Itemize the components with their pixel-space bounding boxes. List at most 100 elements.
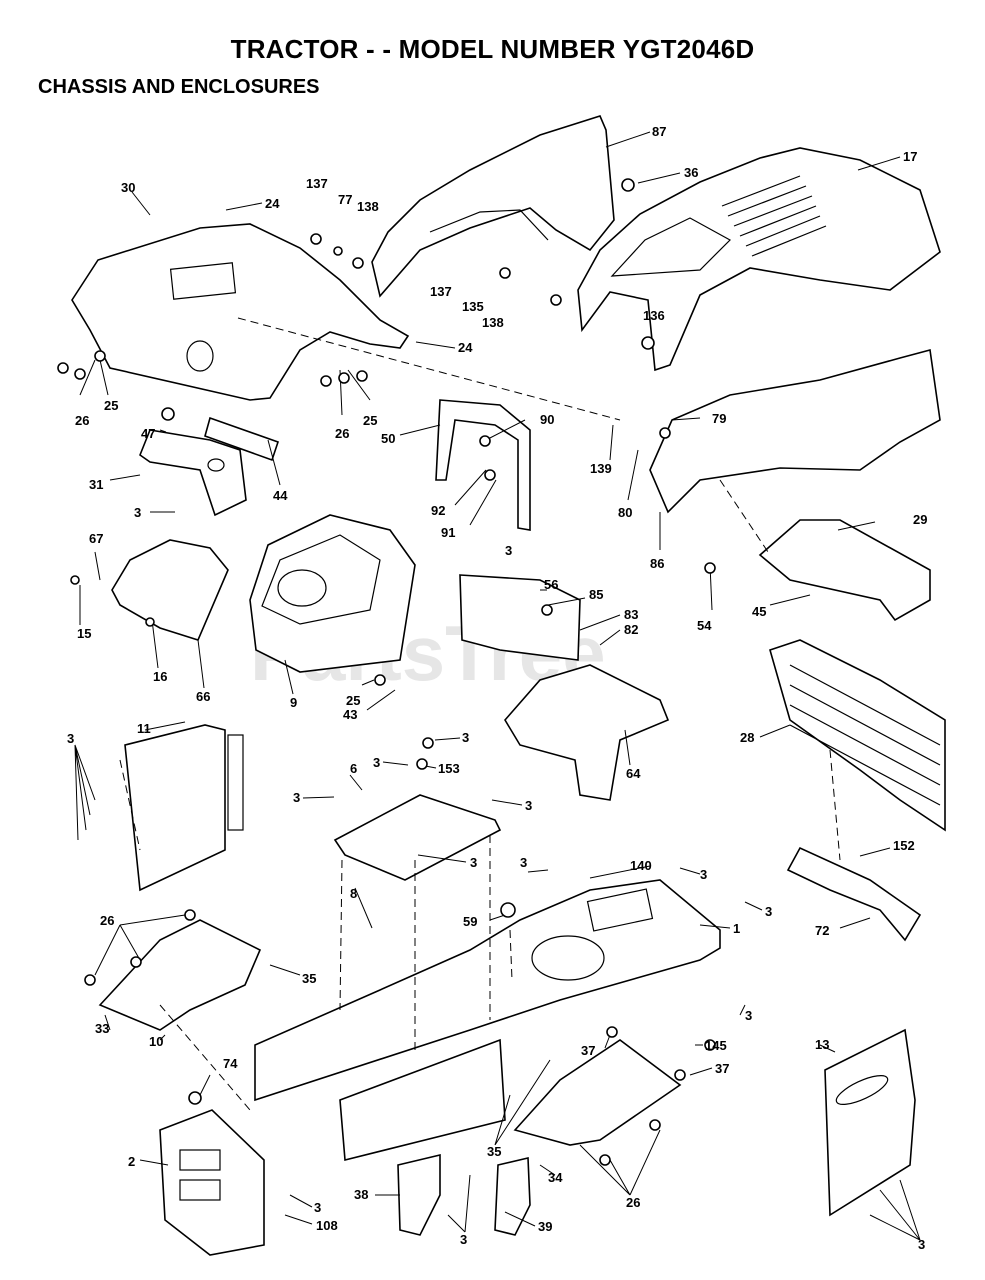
callout-28: 28 [740,730,754,745]
callout-3: 3 [462,730,469,745]
callout-3: 3 [505,543,512,558]
side-plate-13 [824,1028,916,1217]
callout-3: 3 [700,867,707,882]
callout-3: 3 [525,798,532,813]
callout-3: 3 [745,1008,752,1023]
hood [577,147,941,372]
callout-3: 3 [373,755,380,770]
callout-31: 31 [89,477,103,492]
callout-64: 64 [626,766,641,781]
side-panel-11 [124,724,244,892]
callout-3: 3 [765,904,772,919]
brace-72 [786,846,922,942]
callout-59: 59 [463,914,477,929]
callout-140: 140 [630,858,652,873]
callout-26: 26 [75,413,89,428]
callout-25: 25 [104,398,118,413]
callout-87: 87 [652,124,666,139]
callout-3: 3 [470,855,477,870]
callout-labels: 87 17 36 30 24 137 77 138 137 135 138 13… [67,124,927,1252]
callout-72: 72 [815,923,829,938]
fasteners [57,178,716,1166]
callout-3: 3 [293,790,300,805]
plate-6 [333,794,502,881]
callout-83: 83 [624,607,638,622]
front-plate-2 [159,1109,265,1256]
callout-16: 16 [153,669,167,684]
callout-9: 9 [290,695,297,710]
callout-26: 26 [626,1195,640,1210]
callout-29: 29 [913,512,927,527]
callout-8: 8 [350,886,357,901]
leader-lines [74,131,921,1241]
callout-25: 25 [363,413,377,428]
callout-38: 38 [354,1187,368,1202]
callout-153: 153 [438,761,460,776]
callout-74: 74 [223,1056,238,1071]
cover-66 [111,539,229,641]
callout-3: 3 [520,855,527,870]
callout-34: 34 [548,1170,563,1185]
callout-136: 136 [643,308,665,323]
callout-39: 39 [538,1219,552,1234]
bracket-38 [397,1153,441,1236]
callout-108: 108 [316,1218,338,1233]
callout-137: 137 [430,284,452,299]
dash-panel [71,223,410,401]
panel-64 [504,664,670,801]
callout-24: 24 [458,340,473,355]
callout-90: 90 [540,412,554,427]
callout-54: 54 [697,618,712,633]
callout-135: 135 [462,299,484,314]
callout-35: 35 [487,1144,501,1159]
callout-44: 44 [273,488,288,503]
callout-45: 45 [752,604,766,619]
callout-85: 85 [589,587,603,602]
callout-11: 11 [137,721,151,736]
callout-3: 3 [67,731,74,746]
callout-3: 3 [314,1200,321,1215]
callout-3: 3 [134,505,141,520]
hood-lower-side-panel [649,348,941,514]
callout-91: 91 [441,525,455,540]
section-subtitle: CHASSIS AND ENCLOSURES [38,76,320,98]
callout-3: 3 [918,1237,925,1252]
callout-152: 152 [893,838,915,853]
steering-support-50 [435,399,531,531]
callout-25: 25 [346,693,360,708]
callout-50: 50 [381,431,395,446]
callout-26: 26 [335,426,349,441]
pan-34 [513,1039,682,1146]
grille-28 [769,639,946,832]
callout-2: 2 [128,1154,135,1169]
callout-86: 86 [650,556,664,571]
callout-13: 13 [815,1037,829,1052]
callout-56: 56 [544,577,558,592]
callout-37: 37 [715,1061,729,1076]
bracket-56 [459,574,581,661]
frame-1 [254,879,721,1162]
callout-47: 47 [141,426,155,441]
callout-1: 1 [733,921,740,936]
grille-45 [758,519,931,622]
callout-67: 67 [89,531,103,546]
callout-138: 138 [357,199,379,214]
callout-17: 17 [903,149,917,164]
pan-33 [98,919,262,1031]
plate-44 [204,416,280,462]
callout-82: 82 [624,622,638,637]
callout-10: 10 [149,1034,163,1049]
callout-30: 30 [121,180,135,195]
hood-side-panel [371,115,615,298]
callout-79: 79 [712,411,726,426]
callout-3: 3 [460,1232,467,1247]
callout-24: 24 [265,196,280,211]
callout-139: 139 [590,461,612,476]
callout-15: 15 [77,626,91,641]
callout-138: 138 [482,315,504,330]
callout-92: 92 [431,503,445,518]
callout-137: 137 [306,176,328,191]
bracket-31 [139,429,247,517]
callout-36: 36 [684,165,698,180]
